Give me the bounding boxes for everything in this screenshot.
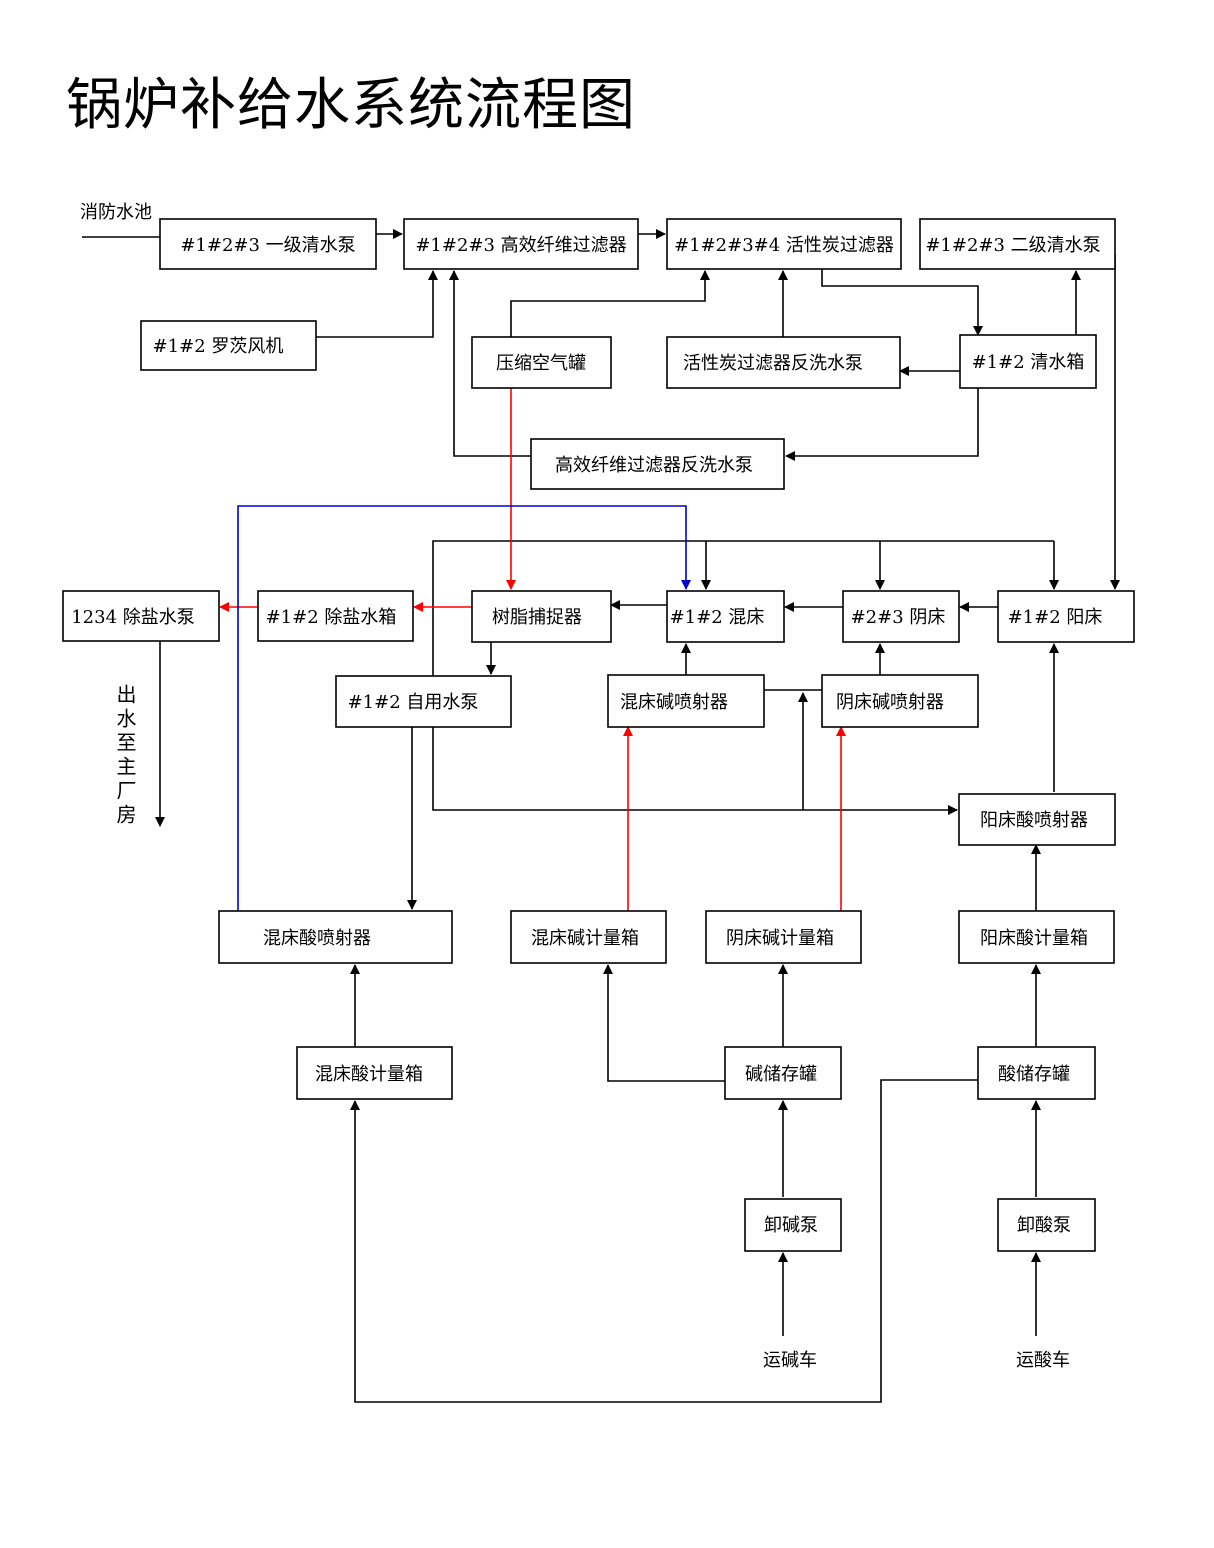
node-label: #1#2 阳床 — [1008, 607, 1103, 628]
node-mixed-alkali-meter: 混床碱计量箱 — [510, 910, 667, 964]
node-fiber-filter: #1#2#3 高效纤维过滤器 — [403, 218, 639, 270]
node-acid-unload-pump: 卸酸泵 — [997, 1198, 1096, 1252]
node-cation-acid-ejector: 阳床酸喷射器 — [958, 793, 1116, 846]
node-label: #1#2 自用水泵 — [348, 692, 479, 713]
blue-connectors — [237, 505, 691, 911]
node-label: #1#2#3#4 活性炭过滤器 — [674, 235, 894, 256]
node-label: 阳床酸喷射器 — [980, 810, 1088, 831]
node-clear-tank: #1#2 清水箱 — [959, 334, 1097, 389]
node-label: 高效纤维过滤器反洗水泵 — [555, 455, 753, 476]
node-demin-tank: #1#2 除盐水箱 — [257, 590, 414, 642]
node-label: 卸酸泵 — [1017, 1215, 1071, 1236]
node-label: 混床酸计量箱 — [315, 1064, 423, 1085]
node-label: 1234 除盐水泵 — [71, 607, 195, 628]
page-title: 锅炉补给水系统流程图 — [66, 73, 636, 138]
node-label: #1#2#3 一级清水泵 — [180, 235, 355, 256]
acid-truck-label: 运酸车 — [1016, 1350, 1070, 1371]
node-label: 压缩空气罐 — [496, 353, 586, 374]
node-label: #1#2 罗茨风机 — [153, 336, 284, 357]
arrow-self-pump-to-cation-ejector — [432, 727, 958, 815]
alkali-truck-label: 运碱车 — [763, 1350, 817, 1371]
node-label: #1#2 混床 — [670, 607, 765, 628]
node-label: 酸储存罐 — [998, 1064, 1070, 1085]
node-label: #1#2#3 高效纤维过滤器 — [415, 235, 626, 256]
node-mixed-alkali-ejector: 混床碱喷射器 — [607, 674, 765, 728]
node-label: 碱储存罐 — [745, 1064, 817, 1085]
arrow-acid-to-mixed-meter — [350, 1079, 978, 1403]
node-acid-storage: 酸储存罐 — [977, 1046, 1096, 1100]
red-connectors — [219, 388, 846, 911]
node-anion-bed: #2#3 阴床 — [842, 590, 960, 643]
node-label: 活性炭过滤器反洗水泵 — [683, 353, 863, 374]
node-label: #1#2#3 二级清水泵 — [925, 235, 1100, 256]
node-demin-pump: 1234 除盐水泵 — [62, 590, 220, 642]
node-resin-trap: 树脂捕捉器 — [471, 590, 612, 643]
fire-pool-label: 消防水池 — [80, 202, 152, 223]
rinse-header-line — [432, 540, 1054, 676]
node-anion-alkali-meter: 阴床碱计量箱 — [705, 910, 862, 964]
node-alkali-storage: 碱储存罐 — [724, 1046, 842, 1100]
node-carbon-filter: #1#2#3#4 活性炭过滤器 — [666, 218, 902, 270]
node-label: 阴床碱计量箱 — [726, 928, 834, 949]
node-label: 阴床碱喷射器 — [836, 692, 944, 713]
node-label: #1#2 除盐水箱 — [266, 607, 397, 628]
node-mixed-acid-meter: 混床酸计量箱 — [296, 1046, 453, 1100]
node-anion-alkali-ejector: 阴床碱喷射器 — [821, 674, 979, 728]
node-air-tank: 压缩空气罐 — [471, 336, 612, 389]
node-label: 混床酸喷射器 — [263, 928, 371, 949]
node-label: 卸碱泵 — [764, 1215, 818, 1236]
node-roots-blower: #1#2 罗茨风机 — [140, 320, 317, 371]
arrow-blower-to-fiber — [316, 270, 438, 338]
node-label: #2#3 阴床 — [851, 607, 946, 628]
node-label: 混床碱喷射器 — [620, 692, 728, 713]
node-carbon-backwash-pump: 活性炭过滤器反洗水泵 — [666, 336, 901, 389]
node-label: 混床碱计量箱 — [531, 928, 639, 949]
node-clear-pump2: #1#2#3 二级清水泵 — [919, 218, 1116, 270]
node-clear-pump1: #1#2#3 一级清水泵 — [159, 218, 377, 270]
outlet-label: 出水至主厂房 — [113, 684, 137, 828]
node-cation-acid-meter: 阳床酸计量箱 — [958, 910, 1115, 964]
node-mixed-acid-ejector: 混床酸喷射器 — [218, 910, 453, 964]
arrow-mixed-acid-ejector-to-mixed-bed — [237, 505, 691, 911]
node-self-pump: #1#2 自用水泵 — [335, 675, 512, 728]
black-connectors — [82, 229, 1120, 1403]
arrow-air-to-carbon — [510, 270, 710, 337]
node-cation-bed: #1#2 阳床 — [997, 590, 1135, 643]
arrow-pump2-to-cation — [1097, 254, 1120, 590]
node-label: #1#2 清水箱 — [972, 352, 1085, 373]
arrow-alkali-to-mixed-meter — [603, 964, 725, 1082]
node-label: 阳床酸计量箱 — [980, 928, 1088, 949]
node-label: 树脂捕捉器 — [492, 607, 582, 628]
arrow-clear-tank-to-fiber-backwash — [785, 388, 979, 461]
arrow-carbon-to-clear-tank — [821, 269, 983, 336]
arrow-fiber-backwash-up — [449, 270, 531, 457]
node-fiber-backwash-pump: 高效纤维过滤器反洗水泵 — [530, 438, 785, 490]
node-alkali-unload-pump: 卸碱泵 — [744, 1198, 842, 1252]
node-mixed-bed: #1#2 混床 — [666, 590, 785, 643]
